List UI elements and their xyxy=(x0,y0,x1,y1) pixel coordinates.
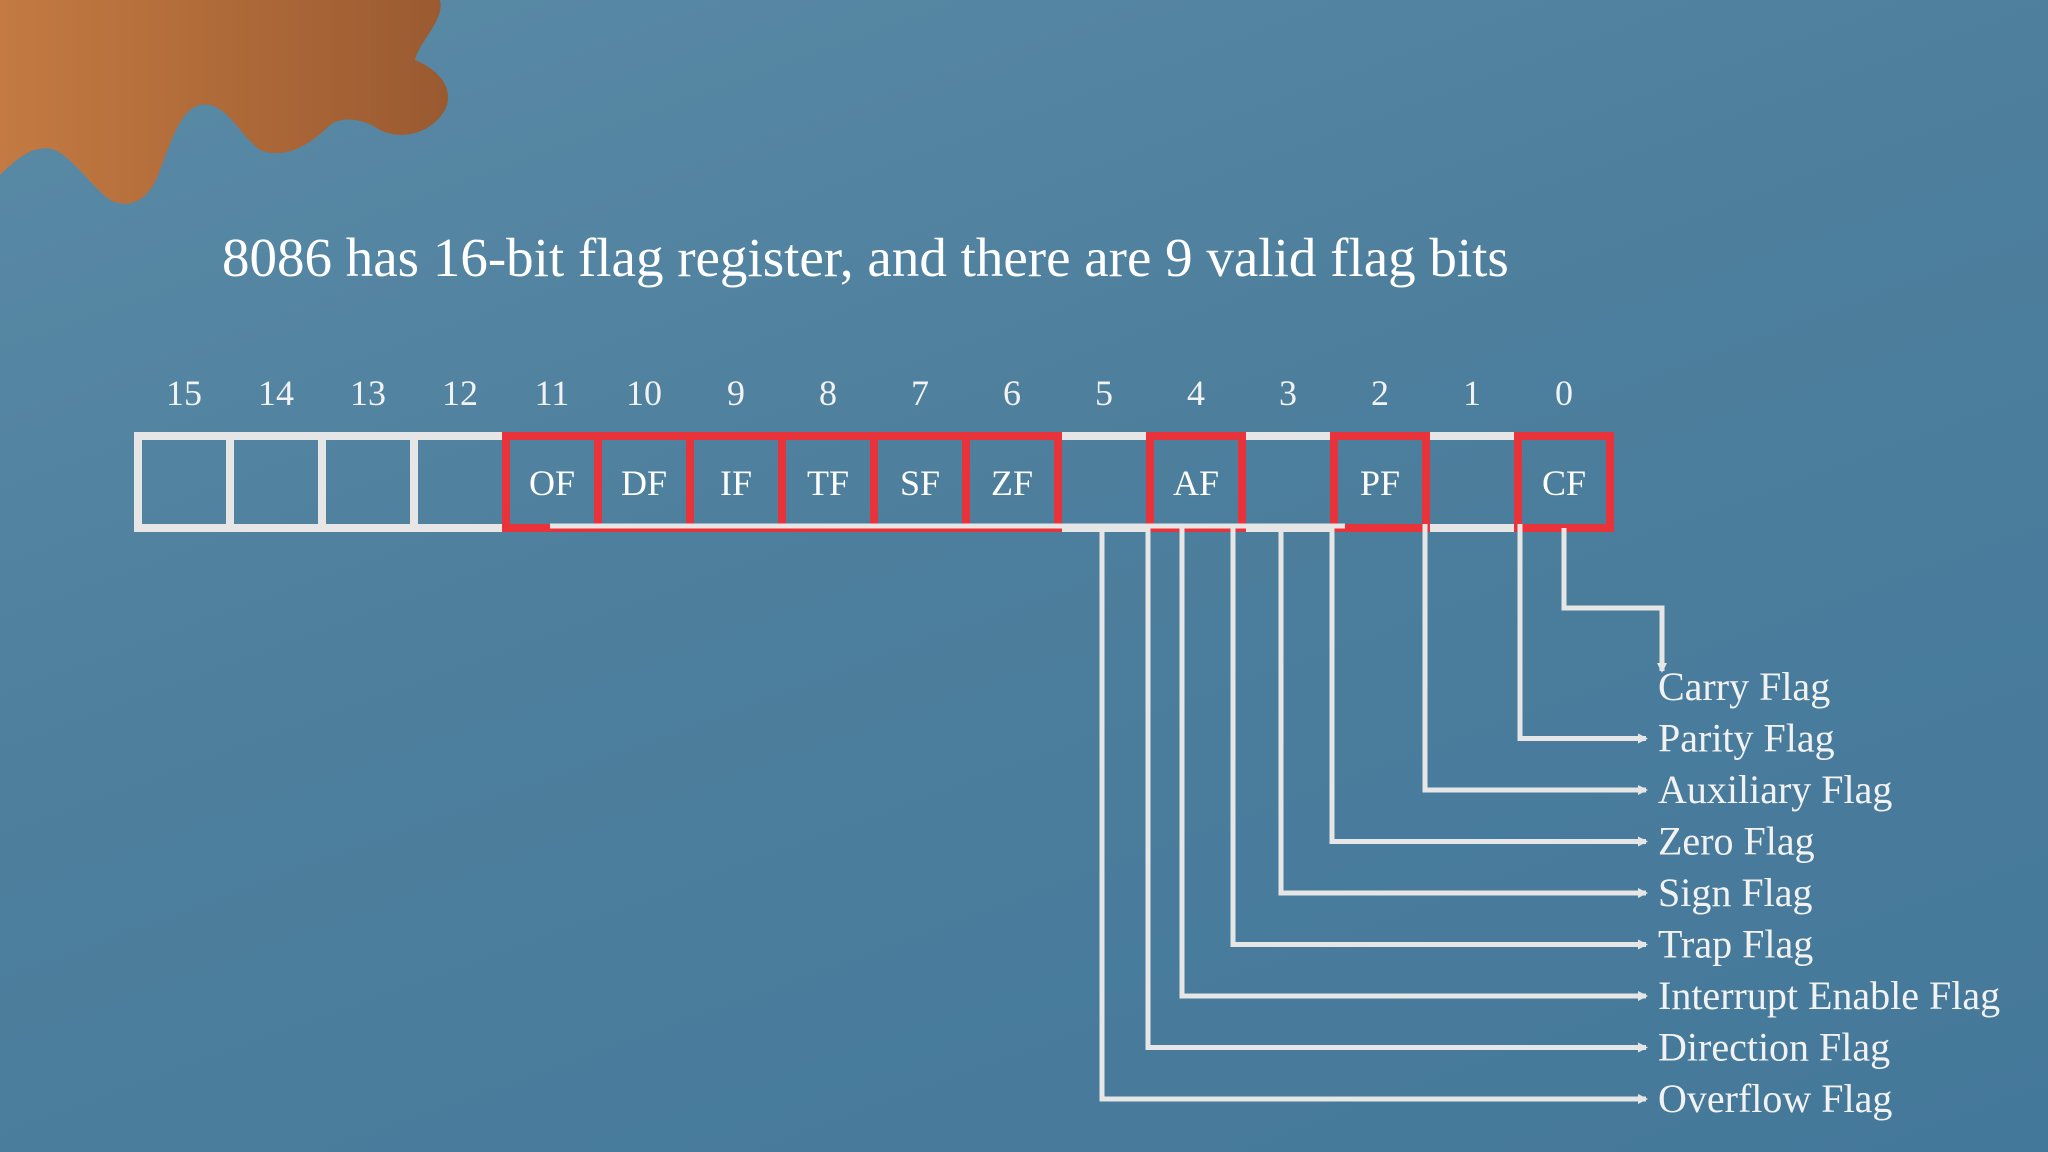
connector-auxiliary-flag xyxy=(1425,524,1646,790)
register-cell-bit-14 xyxy=(230,436,322,528)
flag-abbr-tf: TF xyxy=(807,463,849,503)
connector-carry-flag xyxy=(1564,528,1662,671)
flag-connectors xyxy=(550,524,1662,1099)
bit-number-3: 3 xyxy=(1279,373,1297,413)
flag-abbr-zf: ZF xyxy=(991,463,1033,503)
flag-label-carry-flag: Carry Flag xyxy=(1658,664,1830,709)
flag-label-parity-flag: Parity Flag xyxy=(1658,716,1835,761)
register-cell-bit-13 xyxy=(322,436,414,528)
flag-abbr-pf: PF xyxy=(1360,463,1400,503)
bit-number-13: 13 xyxy=(350,373,386,413)
bit-number-14: 14 xyxy=(258,373,294,413)
corner-leaf-decoration xyxy=(0,0,448,204)
flag-label-overflow-flag: Overflow Flag xyxy=(1658,1076,1892,1121)
flag-label-sign-flag: Sign Flag xyxy=(1658,870,1812,915)
register-cells: OF DF IF TF SF ZF AF PF CF xyxy=(138,436,1610,528)
connector-parity-flag xyxy=(1520,524,1646,739)
flag-label-zero-flag: Zero Flag xyxy=(1658,819,1815,864)
flag-abbr-of: OF xyxy=(529,463,575,503)
bit-number-12: 12 xyxy=(442,373,478,413)
connector-interrupt-enable-flag xyxy=(1182,524,1646,996)
register-cell-bit-12 xyxy=(414,436,506,528)
register-cell-bit-1 xyxy=(1426,436,1518,528)
bit-number-10: 10 xyxy=(626,373,662,413)
flag-abbr-cf: CF xyxy=(1542,463,1586,503)
bit-number-11: 11 xyxy=(535,373,570,413)
flag-abbr-af: AF xyxy=(1173,463,1219,503)
bit-number-9: 9 xyxy=(727,373,745,413)
bit-number-5: 5 xyxy=(1095,373,1113,413)
register-cell-bit-15 xyxy=(138,436,230,528)
flag-abbr-sf: SF xyxy=(900,463,940,503)
register-cell-bit-5 xyxy=(1058,436,1150,528)
connector-sign-flag xyxy=(1281,524,1646,893)
bit-number-4: 4 xyxy=(1187,373,1205,413)
bit-number-15: 15 xyxy=(166,373,202,413)
connector-trap-flag xyxy=(1233,524,1646,945)
flag-abbr-df: DF xyxy=(621,463,667,503)
connector-direction-flag xyxy=(1148,524,1646,1048)
register-cell-bit-3 xyxy=(1242,436,1334,528)
bit-number-8: 8 xyxy=(819,373,837,413)
flag-label-interrupt-enable-flag: Interrupt Enable Flag xyxy=(1658,973,2000,1018)
flag-label-direction-flag: Direction Flag xyxy=(1658,1025,1890,1070)
bit-number-2: 2 xyxy=(1371,373,1389,413)
flag-label-auxiliary-flag: Auxiliary Flag xyxy=(1658,767,1892,812)
connector-zero-flag xyxy=(1332,524,1646,842)
bit-number-1: 1 xyxy=(1463,373,1481,413)
bit-number-0: 0 xyxy=(1555,373,1573,413)
slide-title: 8086 has 16-bit flag register, and there… xyxy=(222,227,1509,288)
flag-label-trap-flag: Trap Flag xyxy=(1658,922,1813,967)
flag-abbr-if: IF xyxy=(720,463,752,503)
bit-number-6: 6 xyxy=(1003,373,1021,413)
bit-number-7: 7 xyxy=(911,373,929,413)
